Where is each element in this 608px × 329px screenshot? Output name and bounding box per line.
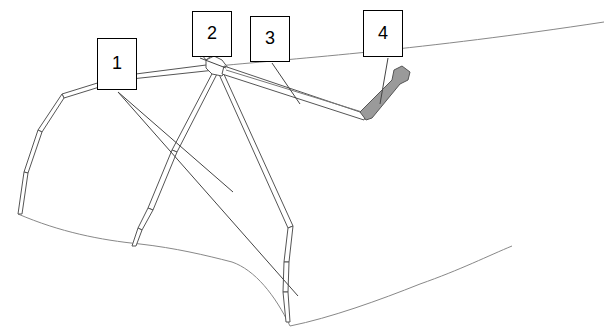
callout-box: 3 bbox=[250, 16, 290, 62]
finger-bones bbox=[18, 47, 293, 322]
callout-number: 2 bbox=[207, 24, 217, 44]
callout-box: 4 bbox=[363, 10, 403, 57]
callout-box: 1 bbox=[97, 38, 137, 90]
leader-lines bbox=[118, 58, 388, 296]
forearm-bone bbox=[226, 70, 362, 112]
forearm-bone bbox=[222, 66, 366, 120]
callout-number: 4 bbox=[378, 24, 388, 44]
callout-number: 1 bbox=[112, 54, 122, 74]
callout-box: 2 bbox=[192, 11, 232, 57]
callout-number: 3 bbox=[265, 29, 275, 49]
membrane-edge bbox=[18, 214, 512, 326]
